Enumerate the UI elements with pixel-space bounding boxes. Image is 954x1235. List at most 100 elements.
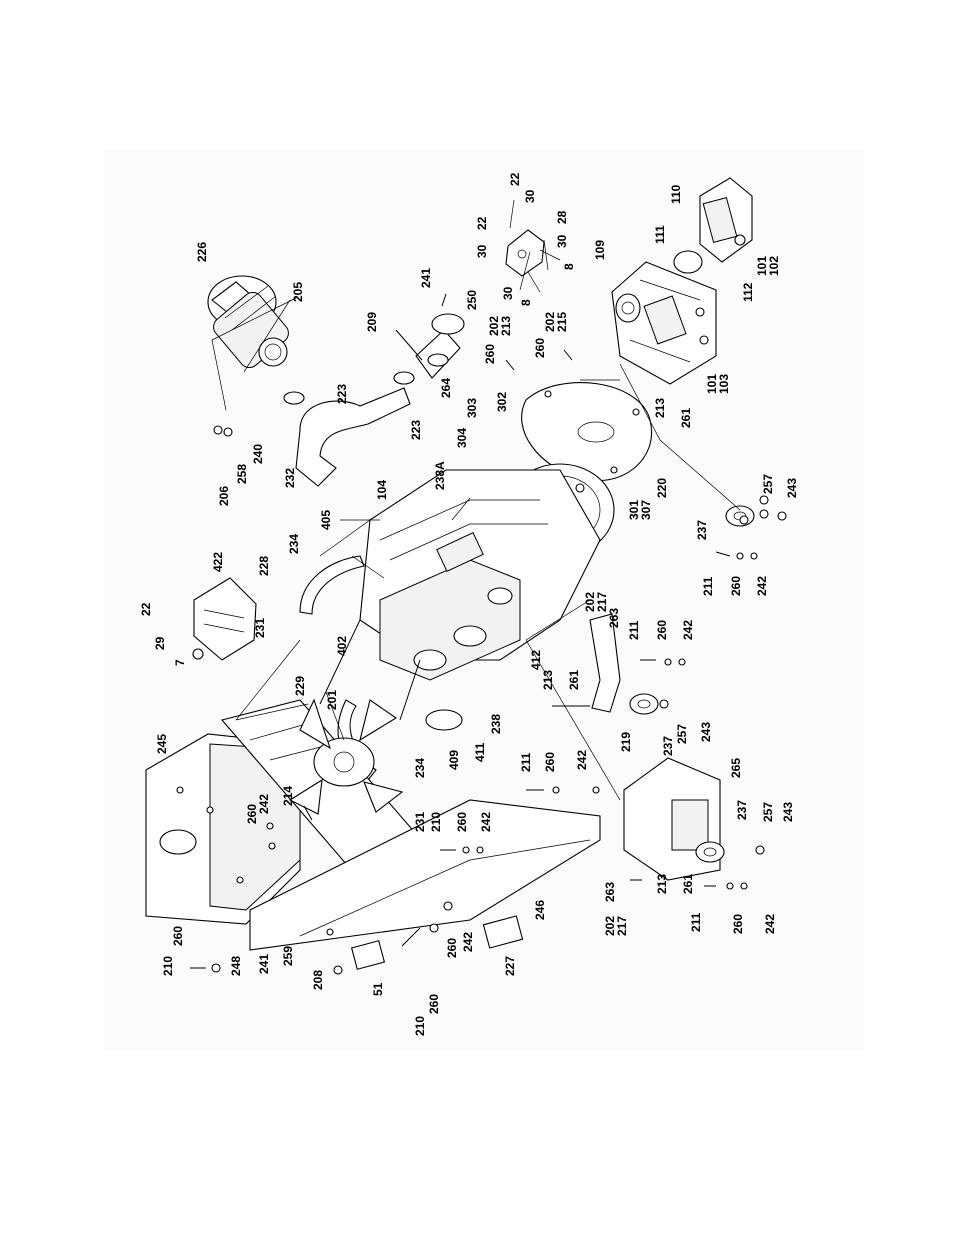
mount-strap — [589, 613, 621, 713]
frame-rail — [249, 799, 601, 951]
fasteners — [190, 293, 787, 975]
callout: 234 — [413, 758, 427, 778]
callout: 210 — [413, 1016, 427, 1036]
callout: 302 — [495, 392, 509, 412]
callout: 261 — [679, 408, 693, 428]
callout: 260 — [729, 576, 743, 596]
callout: 210 — [161, 956, 175, 976]
callout: 261 — [567, 670, 581, 690]
callout: 29 — [153, 636, 167, 650]
callout: 30 — [523, 189, 537, 203]
callout: 101 — [705, 374, 719, 394]
callout: 260 — [731, 914, 745, 934]
rubber-isolator-3 — [695, 841, 725, 863]
callout: 205 — [291, 282, 305, 302]
callout: 110 — [669, 184, 683, 204]
callout: 220 — [655, 478, 669, 498]
callout: 242 — [681, 620, 695, 640]
gasket-227 — [482, 915, 524, 949]
callout: 240 — [251, 444, 265, 464]
engine-block — [319, 469, 601, 731]
intake-hose — [283, 371, 415, 487]
starter — [192, 577, 257, 661]
fan — [288, 698, 404, 815]
callout: 303 — [465, 398, 479, 418]
callout: 226 — [195, 242, 209, 262]
charge-pump — [699, 177, 753, 263]
callout: 213 — [653, 398, 667, 418]
callout: 260 — [427, 994, 441, 1014]
callout: 101 — [755, 256, 769, 276]
callout: 30 — [475, 244, 489, 258]
callout: 304 — [455, 428, 469, 448]
callout: 211 — [519, 752, 533, 772]
callout: 223 — [409, 420, 423, 440]
callout: 51 — [371, 982, 385, 996]
valve-block — [505, 229, 561, 293]
callout: 8 — [519, 299, 533, 306]
hydraulic-pump — [611, 261, 717, 385]
callout: 237 — [661, 736, 675, 756]
callout: 215 — [555, 312, 569, 332]
callout: 242 — [763, 914, 777, 934]
callout: 411 — [473, 742, 487, 762]
callout: 307 — [639, 500, 653, 520]
callout: 211 — [701, 576, 715, 596]
callout: 259 — [281, 946, 295, 966]
callout: 231 — [253, 618, 267, 638]
callout: 260 — [655, 620, 669, 640]
callout: 260 — [455, 812, 469, 832]
callout: 242 — [479, 812, 493, 832]
callout: 238A — [433, 461, 447, 490]
callout: 213 — [499, 316, 513, 336]
callout: 257 — [761, 474, 775, 494]
callout: 201 — [325, 690, 339, 710]
callout: 250 — [465, 290, 479, 310]
callout: 211 — [627, 620, 641, 640]
callout: 109 — [593, 240, 607, 260]
callout: 28 — [555, 210, 569, 224]
callout: 402 — [335, 636, 349, 656]
callout: 104 — [375, 480, 389, 500]
callout: 217 — [615, 916, 629, 936]
callout: 301 — [627, 500, 641, 520]
bell-housing-plate — [521, 382, 653, 482]
callout: 238 — [489, 714, 503, 734]
callout: 103 — [717, 374, 731, 394]
callout: 412 — [529, 650, 543, 670]
callout: 206 — [217, 486, 231, 506]
air-cleaner — [207, 275, 289, 369]
rubber-isolator-1 — [725, 505, 755, 527]
callout: 202 — [603, 916, 617, 936]
callout: 102 — [767, 256, 781, 276]
callout: 208 — [311, 970, 325, 990]
callout: 237 — [735, 800, 749, 820]
callout: 202 — [543, 312, 557, 332]
callout: 202 — [487, 316, 501, 336]
callout: 260 — [245, 804, 259, 824]
callout: 257 — [761, 802, 775, 822]
callout: 242 — [461, 932, 475, 952]
callout: 241 — [257, 954, 271, 974]
callout: 260 — [543, 752, 557, 772]
callout: 234 — [287, 534, 301, 554]
callout: 237 — [695, 520, 709, 540]
callout: 263 — [607, 608, 621, 628]
callout: 422 — [211, 552, 225, 572]
callout: 231 — [413, 812, 427, 832]
callout: 213 — [541, 670, 555, 690]
callout: 405 — [319, 510, 333, 530]
callout: 409 — [447, 750, 461, 770]
callout: 211 — [689, 912, 703, 932]
callout: 219 — [619, 732, 633, 752]
callout: 30 — [501, 286, 515, 300]
callout: 245 — [155, 734, 169, 754]
callout: 263 — [603, 882, 617, 902]
radiator-shroud — [145, 733, 301, 925]
leader-lines — [211, 199, 741, 801]
callout: 7 — [173, 659, 187, 666]
callout: 228 — [257, 556, 271, 576]
callout: 22 — [475, 216, 489, 230]
callout: 22 — [508, 172, 522, 186]
